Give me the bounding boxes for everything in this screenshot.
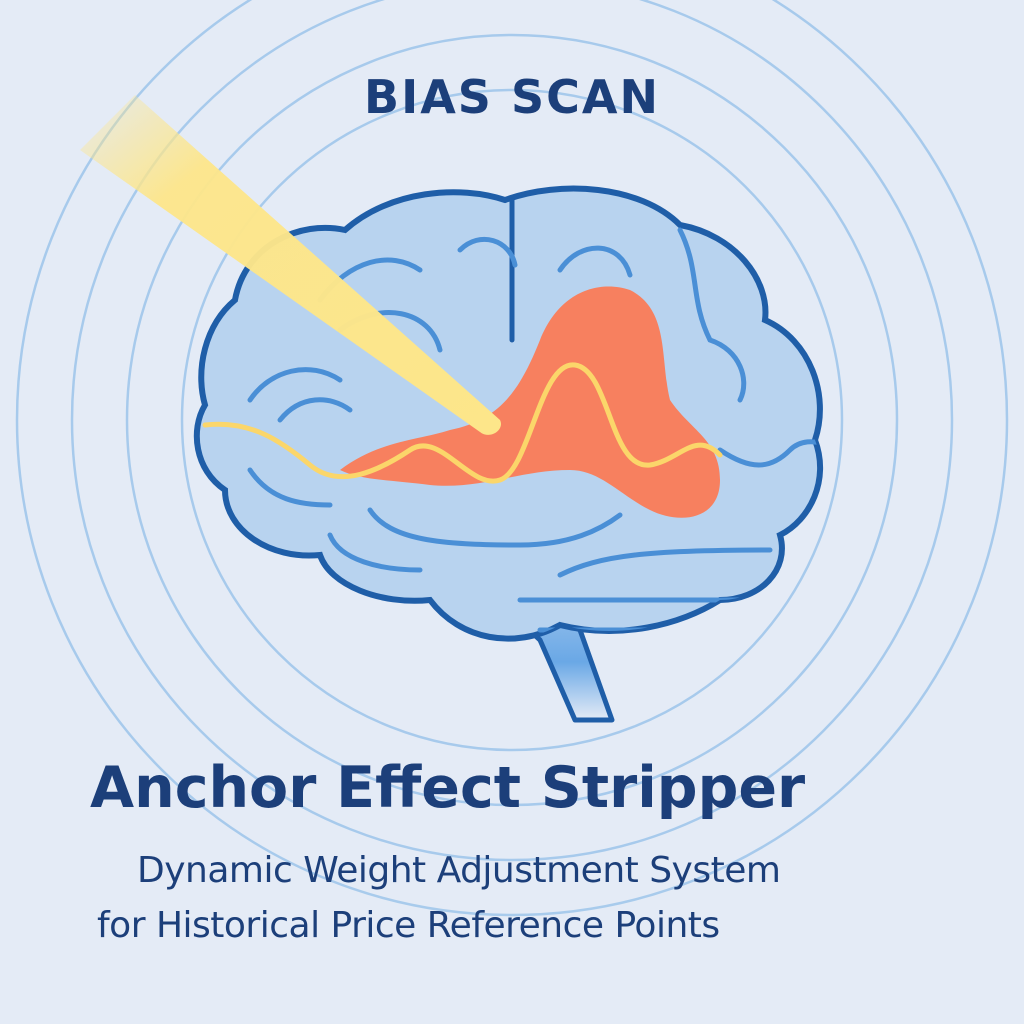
radar-rings-icon xyxy=(15,0,1009,917)
activation-wave-icon xyxy=(202,362,723,484)
header-label: BIAS SCAN xyxy=(364,70,660,124)
subtitle-line-1: Dynamic Weight Adjustment System xyxy=(137,850,781,891)
subtitle-line-2: for Historical Price Reference Points xyxy=(97,905,720,946)
scan-beam-icon xyxy=(80,95,501,435)
activation-hotspot xyxy=(340,286,720,518)
page-title: Anchor Effect Stripper xyxy=(90,755,806,821)
